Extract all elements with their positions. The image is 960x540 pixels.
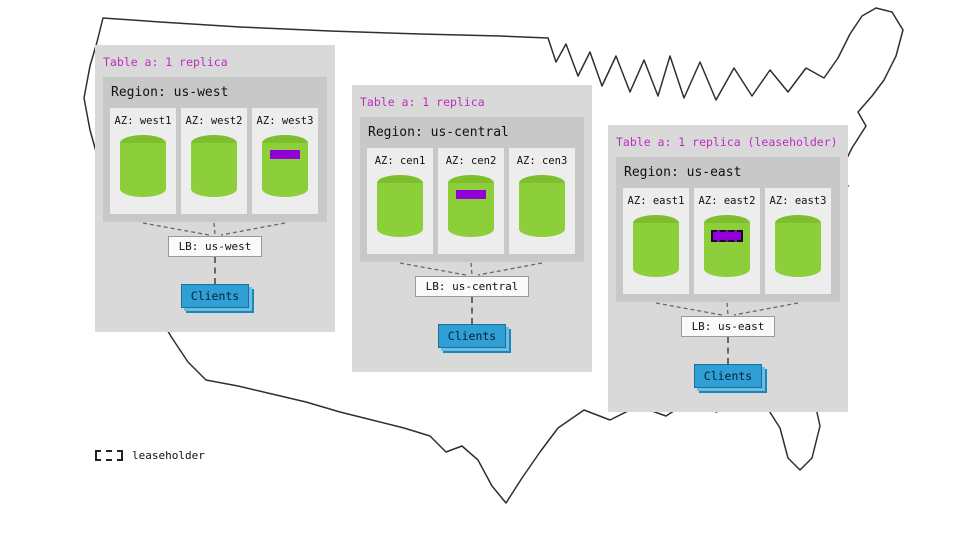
clients-box: Clients [437, 324, 507, 348]
legend-label: leaseholder [132, 449, 205, 462]
leaseholder-bar [711, 230, 743, 242]
region-box: Region: us-central AZ: cen1 AZ: cen2 AZ:… [360, 117, 584, 262]
table-replica-header: Table a: 1 replica (leaseholder) [616, 135, 838, 149]
clients-connector-line [727, 337, 729, 364]
database-cylinder-icon [377, 175, 423, 237]
clients-box: Clients [180, 284, 250, 308]
az-label: AZ: cen2 [445, 155, 497, 167]
az-card: AZ: cen2 [438, 148, 504, 254]
region-title: Region: us-west [111, 85, 229, 100]
region-box: Region: us-east AZ: east1 AZ: east2 AZ: … [616, 157, 840, 302]
legend: leaseholder [95, 449, 205, 462]
database-cylinder-icon [262, 135, 308, 197]
az-label: AZ: east2 [698, 195, 756, 207]
region-box: Region: us-west AZ: west1 AZ: west2 AZ: … [103, 77, 327, 222]
clients-connector-line [471, 297, 473, 324]
database-cylinder-icon [519, 175, 565, 237]
lb-connector-lines [399, 262, 543, 276]
az-label: AZ: cen3 [516, 155, 568, 167]
database-cylinder-icon [120, 135, 166, 197]
az-card: AZ: east2 [694, 188, 760, 294]
database-cylinder-icon [704, 215, 750, 277]
az-card: AZ: west2 [181, 108, 247, 214]
database-cylinder-icon [191, 135, 237, 197]
az-card: AZ: east3 [765, 188, 831, 294]
az-row: AZ: east1 AZ: east2 AZ: east3 [623, 188, 833, 294]
az-row: AZ: cen1 AZ: cen2 AZ: cen3 [367, 148, 577, 254]
load-balancer-box: LB: us-east [680, 316, 776, 337]
az-label: AZ: east3 [769, 195, 827, 207]
region-panel-us-west: Table a: 1 replica Region: us-west AZ: w… [95, 45, 335, 332]
az-card: AZ: cen3 [509, 148, 575, 254]
az-card: AZ: east1 [623, 188, 689, 294]
load-balancer-box: LB: us-west [167, 236, 263, 257]
database-cylinder-icon [448, 175, 494, 237]
region-title: Region: us-central [368, 125, 509, 140]
region-panel-us-east: Table a: 1 replica (leaseholder) Region:… [608, 125, 848, 412]
az-label: AZ: west2 [185, 115, 243, 127]
az-label: AZ: cen1 [374, 155, 426, 167]
leaseholder-swatch-icon [95, 450, 123, 461]
replica-bar [270, 150, 300, 159]
clients-box: Clients [693, 364, 763, 388]
clients-connector-line [214, 257, 216, 284]
az-label: AZ: west1 [114, 115, 172, 127]
table-replica-header: Table a: 1 replica [360, 95, 485, 109]
table-replica-header: Table a: 1 replica [103, 55, 228, 69]
region-title: Region: us-east [624, 165, 742, 180]
az-label: AZ: east1 [627, 195, 685, 207]
database-cylinder-icon [633, 215, 679, 277]
replica-bar [456, 190, 486, 199]
az-card: AZ: cen1 [367, 148, 433, 254]
az-row: AZ: west1 AZ: west2 AZ: west3 [110, 108, 320, 214]
database-cylinder-icon [775, 215, 821, 277]
lb-connector-lines [655, 302, 799, 316]
region-panel-us-central: Table a: 1 replica Region: us-central AZ… [352, 85, 592, 372]
az-label: AZ: west3 [256, 115, 314, 127]
az-card: AZ: west3 [252, 108, 318, 214]
az-card: AZ: west1 [110, 108, 176, 214]
lb-connector-lines [142, 222, 286, 236]
load-balancer-box: LB: us-central [414, 276, 530, 297]
